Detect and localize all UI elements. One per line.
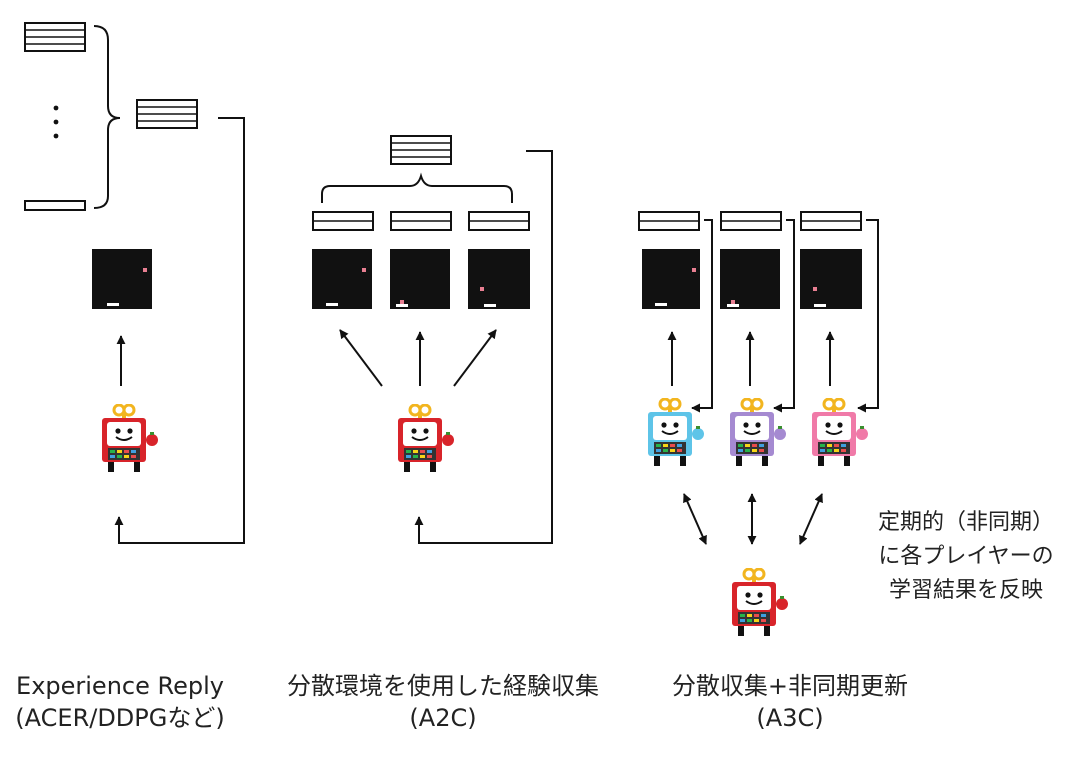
a3c-panel	[638, 211, 879, 638]
worker-buffer	[312, 211, 374, 231]
replay-buffer-bottom	[24, 200, 86, 211]
game-screen	[720, 249, 780, 309]
game-ball	[731, 300, 735, 304]
a2c-panel	[312, 135, 553, 544]
worker-update-line	[857, 219, 879, 413]
game-paddle	[484, 304, 496, 307]
worker-update-line	[691, 219, 713, 413]
game-paddle	[396, 304, 408, 307]
game-paddle	[326, 303, 338, 306]
caption-experience-replay: Experience Reply (ACER/DDPGなど)	[0, 670, 240, 734]
caption-line: (ACER/DDPGなど)	[15, 704, 225, 732]
game-screen	[312, 249, 372, 309]
aggregated-buffer	[390, 135, 452, 165]
action-arrow	[339, 329, 383, 387]
sync-arrow	[683, 493, 707, 545]
caption-line: 分散収集+非同期更新	[671, 672, 909, 700]
game-screen	[390, 249, 450, 309]
game-screen	[642, 249, 700, 309]
game-ball	[143, 268, 147, 272]
red-robot-global	[730, 568, 790, 638]
update-feedback-line	[414, 150, 553, 544]
experience-replay-panel	[24, 22, 245, 544]
game-screen	[468, 249, 530, 309]
cyan-robot-worker	[646, 398, 706, 468]
update-feedback-line	[114, 117, 245, 544]
purple-robot-worker	[728, 398, 788, 468]
worker-buffer	[800, 211, 862, 231]
game-ball	[480, 287, 484, 291]
note-line: に各プレイヤーの	[878, 544, 1054, 569]
game-ball	[362, 268, 366, 272]
pink-robot-worker	[810, 398, 870, 468]
worker-update-line	[773, 219, 795, 413]
note-line: 学習結果を反映	[888, 578, 1043, 603]
caption-line: (A3C)	[756, 704, 824, 732]
game-ball	[692, 268, 696, 272]
worker-buffer	[390, 211, 452, 231]
game-paddle	[655, 303, 667, 306]
right-curly-brace	[93, 25, 121, 209]
red-robot-agent	[100, 404, 160, 474]
ellipsis-dot	[53, 133, 59, 139]
caption-line: Experience Reply	[16, 672, 224, 700]
game-paddle	[107, 303, 119, 306]
sampled-batch	[136, 99, 198, 129]
caption-line: (A2C)	[409, 704, 477, 732]
ellipsis-dot	[53, 105, 59, 111]
game-screen	[800, 249, 862, 309]
async-update-note: 定期的（非同期） に各プレイヤーの 学習結果を反映	[850, 506, 1082, 608]
ellipsis-dot	[53, 119, 59, 125]
caption-line: 分散環境を使用した経験収集	[287, 672, 599, 700]
red-robot-agent	[396, 404, 456, 474]
caption-a2c: 分散環境を使用した経験収集 (A2C)	[258, 670, 628, 734]
worker-buffer	[720, 211, 782, 231]
sync-arrow	[799, 493, 823, 545]
action-arrow	[453, 329, 497, 387]
top-curly-brace	[321, 172, 513, 203]
worker-buffer	[638, 211, 700, 231]
game-paddle	[727, 304, 739, 307]
worker-buffer	[468, 211, 530, 231]
note-line: 定期的（非同期）	[877, 510, 1054, 535]
game-ball	[400, 300, 404, 304]
game-screen	[92, 249, 152, 309]
replay-buffer-top	[24, 22, 86, 52]
caption-a3c: 分散収集+非同期更新 (A3C)	[640, 670, 940, 734]
game-ball	[813, 287, 817, 291]
game-paddle	[814, 304, 826, 307]
